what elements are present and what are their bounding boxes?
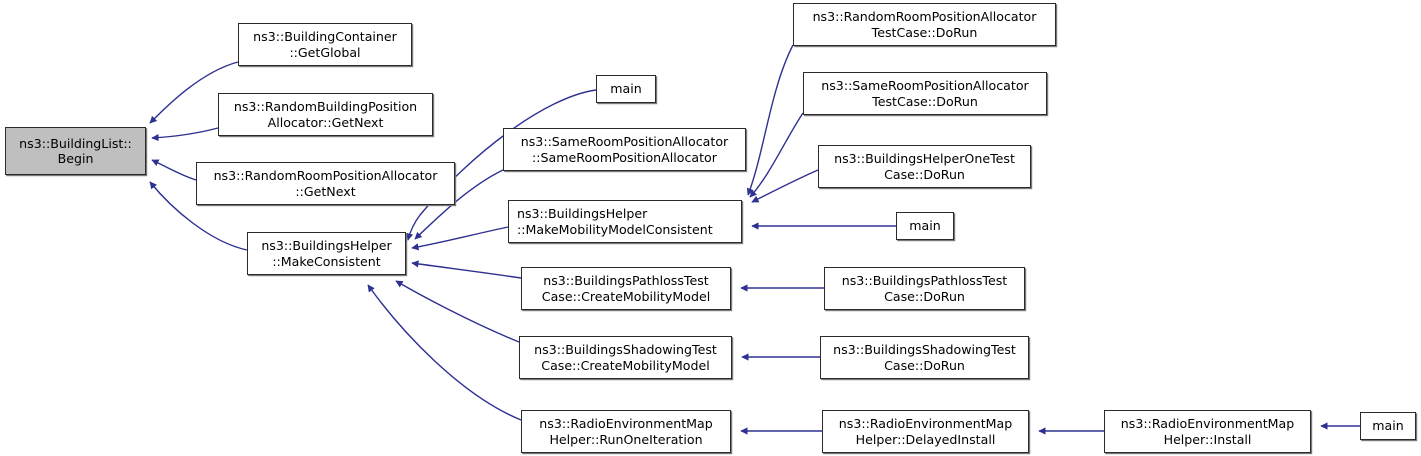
node-label-line: ::GetGlobal: [289, 44, 361, 60]
edge-random-room-position-allocator-getnext-to-building-list-begin: [151, 159, 197, 181]
node-label-line: main: [1372, 418, 1404, 434]
edge-buildings-helper-one-testcase-dorun-to-buildings-helper-makemobilitymodelconsistent: [751, 169, 819, 203]
node-main-bottom[interactable]: main: [1360, 412, 1416, 440]
node-label-line: ns3::BuildingsHelper: [261, 238, 392, 253]
node-label-line: Case::DoRun: [884, 288, 965, 304]
node-label-line: Helper::RunOneIteration: [549, 431, 703, 447]
node-label-line: TestCase::DoRun: [872, 93, 978, 109]
node-label-line: ns3::RandomBuildingPosition: [233, 99, 418, 114]
node-building-container-getglobal[interactable]: ns3::BuildingContainer::GetGlobal: [238, 23, 412, 66]
node-label-line: Case::CreateMobilityModel: [541, 288, 711, 304]
node-label-line: main: [610, 81, 642, 97]
node-label-line: ::MakeConsistent: [272, 253, 381, 269]
node-label-line: ns3::BuildingList::: [19, 135, 132, 151]
node-label-line: ns3::RadioEnvironmentMap: [838, 416, 1013, 431]
node-label-line: ::MakeMobilityModelConsistent: [517, 221, 713, 237]
node-main-top[interactable]: main: [596, 75, 656, 103]
node-label-line: ns3::BuildingsShadowingTest: [833, 342, 1016, 357]
node-label-line: ::SameRoomPositionAllocator: [532, 149, 717, 165]
node-label-line: ns3::RandomRoomPositionAllocator: [213, 168, 438, 183]
edge-buildings-helper-makemobilitymodelconsistent-to-buildings-helper-makeconsistent: [411, 226, 509, 251]
node-label-line: ns3::RadioEnvironmentMap: [1120, 416, 1295, 431]
node-label-line: Begin: [57, 151, 94, 166]
edge-buildings-pathloss-testcase-createmobilitymodel-to-buildings-helper-makeconsistent: [411, 260, 522, 279]
node-label-line: ns3::SameRoomPositionAllocator: [520, 134, 729, 149]
node-label-line: Allocator::GetNext: [267, 114, 384, 130]
node-label-line: ns3::BuildingsHelper: [517, 206, 648, 221]
node-label-line: ns3::BuildingsHelperOneTest: [834, 151, 1015, 166]
node-random-room-position-allocator-getnext[interactable]: ns3::RandomRoomPositionAllocator::GetNex…: [196, 162, 455, 205]
edge-buildings-shadowing-testcase-createmobilitymodel-to-buildings-helper-makeconsistent: [395, 280, 520, 343]
node-label-line: main: [909, 218, 941, 234]
node-label-line: ns3::SameRoomPositionAllocator: [821, 78, 1029, 93]
node-label-line: Case::CreateMobilityModel: [541, 357, 710, 373]
edge-radio-environment-map-helper-runoneiteration-to-buildings-helper-makeconsistent: [367, 284, 522, 421]
node-label-line: Helper::DelayedInstall: [855, 431, 996, 447]
edge-random-room-position-allocator-testcase-dorun-to-buildings-helper-makemobilitymodelconsistent: [746, 44, 794, 196]
node-label-line: ns3::BuildingsShadowingTest: [534, 342, 717, 357]
node-label-line: Case::DoRun: [884, 357, 965, 373]
node-label-line: ns3::RadioEnvironmentMap: [539, 416, 713, 431]
node-main-middle[interactable]: main: [896, 212, 954, 240]
node-label-line: ::GetNext: [295, 183, 356, 199]
node-label-line: Helper::Install: [1163, 431, 1252, 447]
node-label-line: ns3::BuildingsPathlossTest: [841, 273, 1008, 288]
node-label-line: ns3::BuildingContainer: [253, 29, 397, 44]
edge-same-room-position-allocator-testcase-dorun-to-buildings-helper-makemobilitymodelconsistent: [749, 112, 804, 198]
edge-random-building-position-allocator-getnext-to-building-list-begin: [151, 127, 219, 142]
node-label-line: ns3::RandomRoomPositionAllocator: [812, 9, 1037, 24]
node-building-list-begin[interactable]: ns3::BuildingList::Begin: [5, 127, 146, 175]
node-buildings-helper-makemobilitymodelconsistent[interactable]: ns3::BuildingsHelper::MakeMobilityModelC…: [508, 200, 742, 243]
node-label-line: TestCase::DoRun: [871, 24, 978, 40]
node-label-line: Case::DoRun: [884, 166, 965, 182]
node-same-room-position-allocator-ctor[interactable]: ns3::SameRoomPositionAllocator::SameRoom…: [503, 128, 746, 171]
node-buildings-helper-makeconsistent[interactable]: ns3::BuildingsHelper::MakeConsistent: [247, 232, 406, 275]
node-label-line: ns3::BuildingsPathlossTest: [543, 273, 709, 288]
